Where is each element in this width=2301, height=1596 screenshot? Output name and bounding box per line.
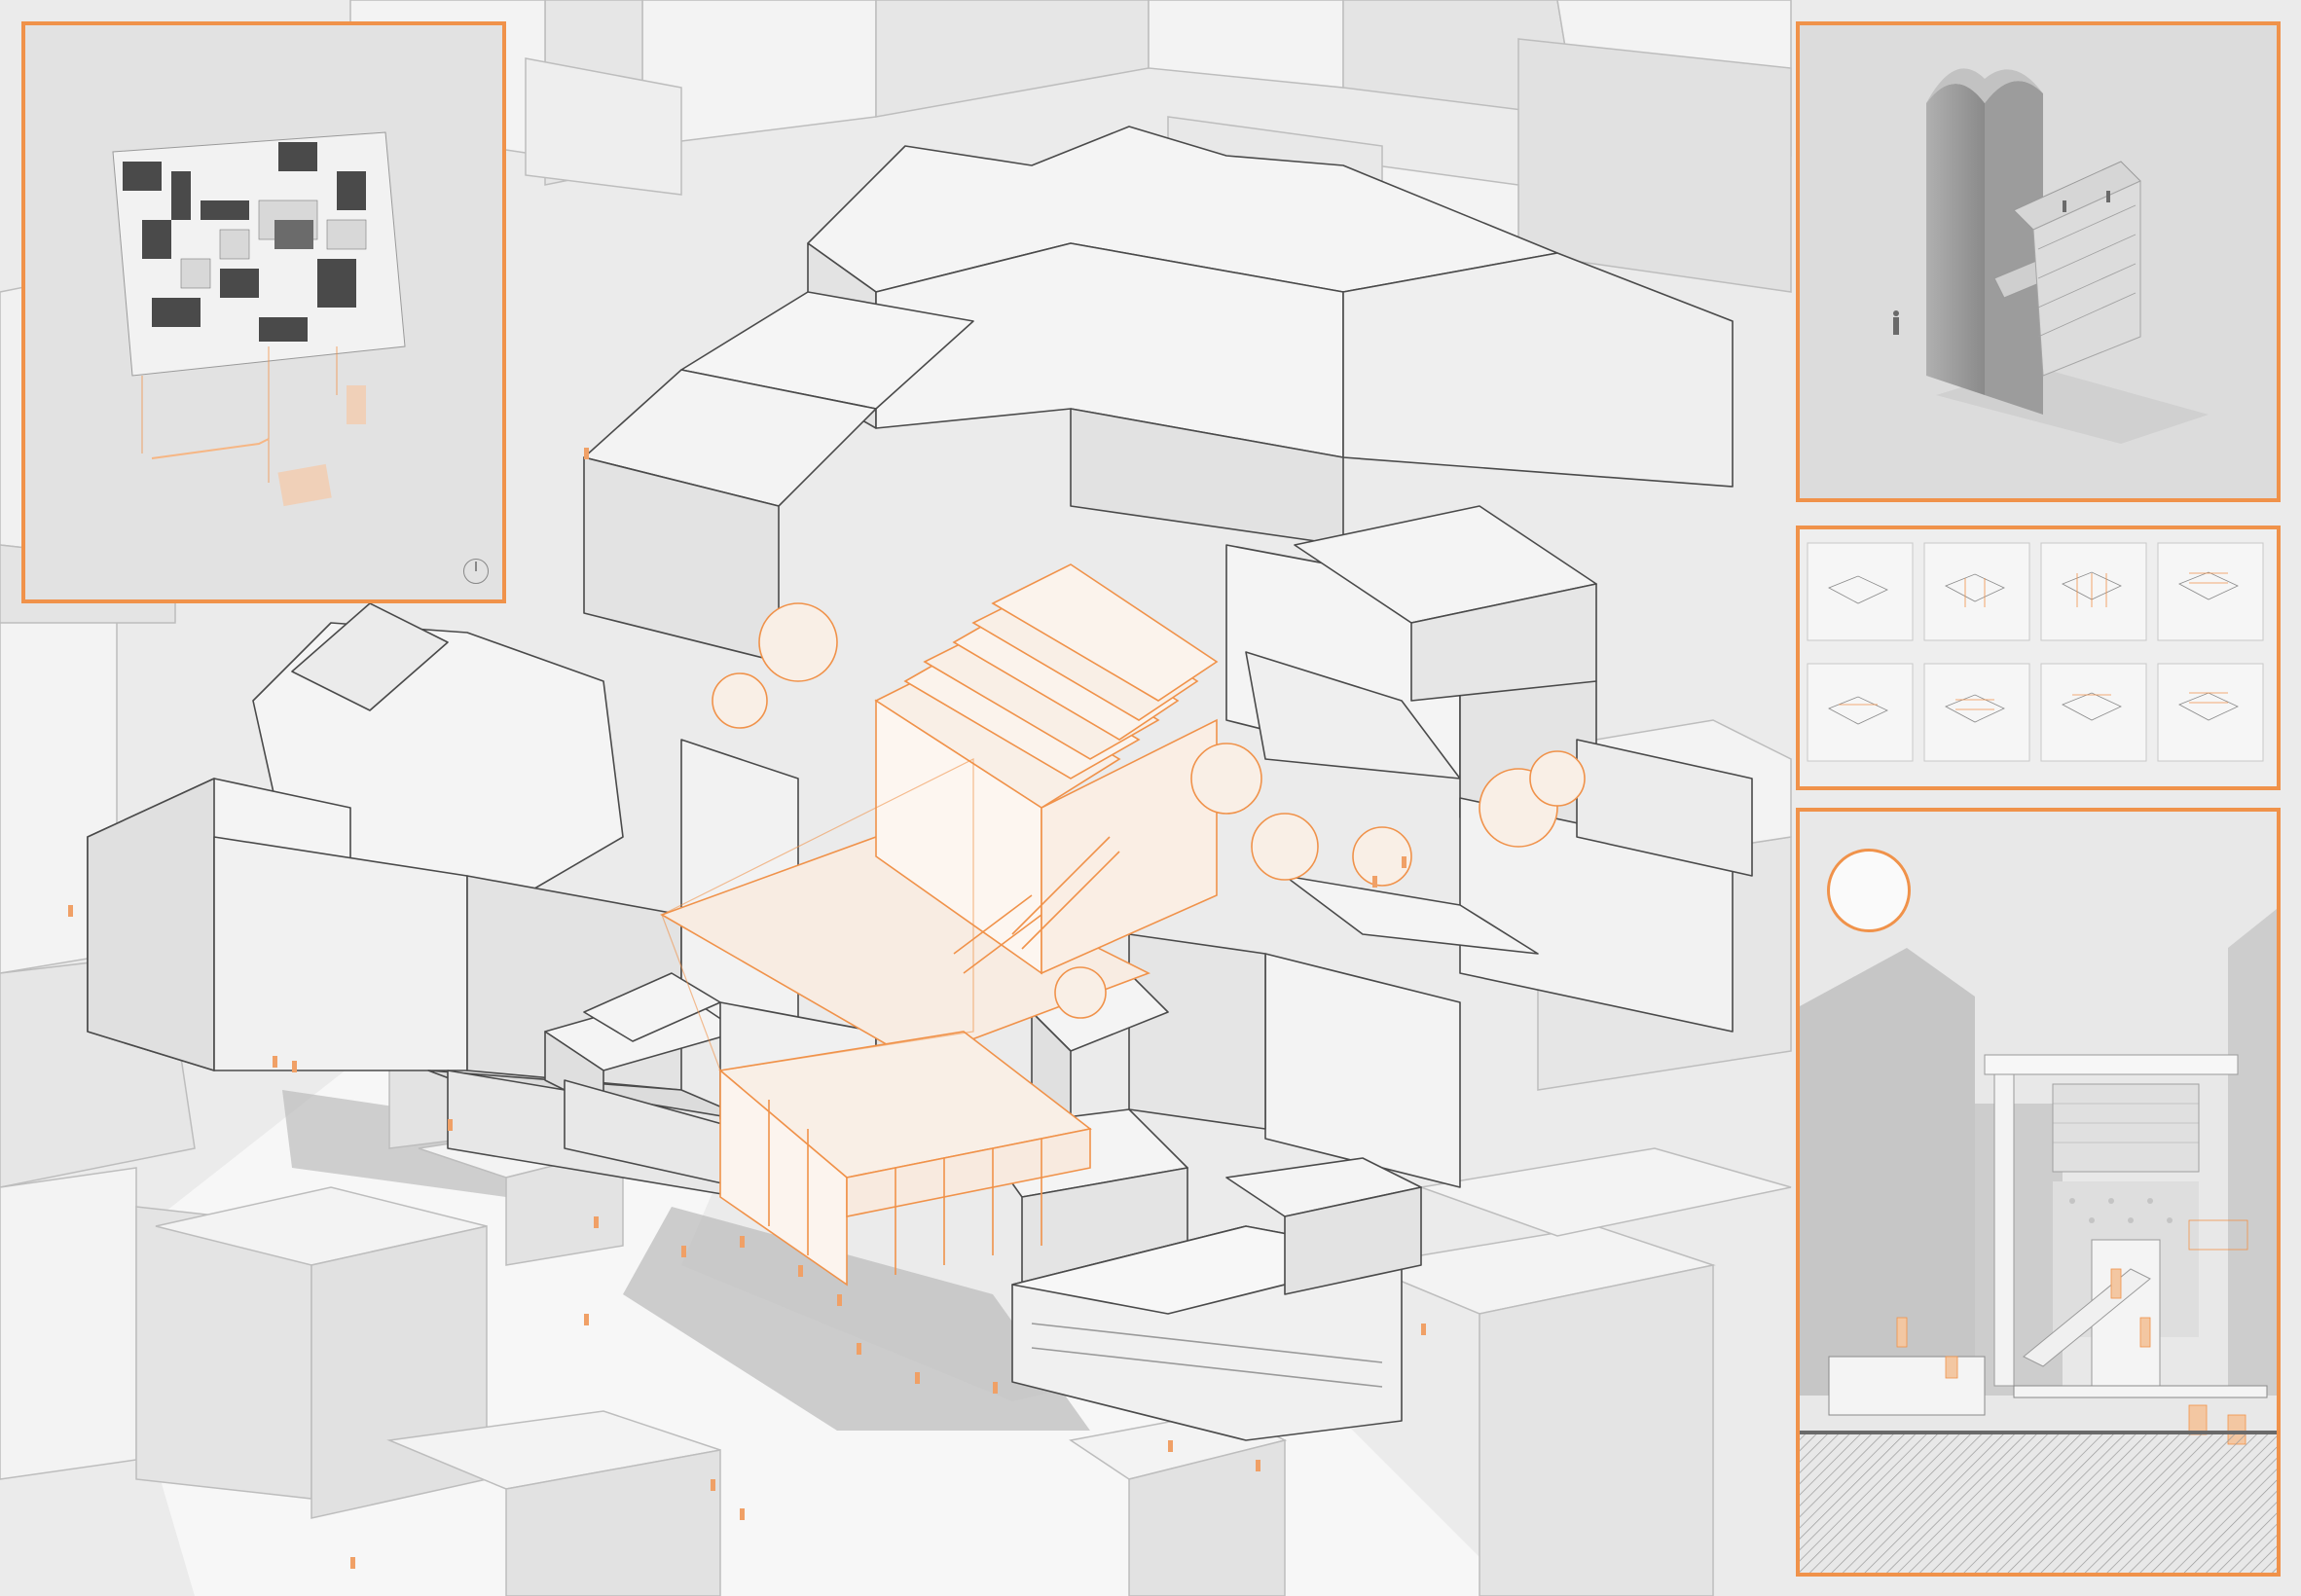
stair-tower-render — [1893, 68, 2209, 444]
people — [68, 448, 1426, 1569]
construction-sequence-grid — [1807, 542, 2264, 762]
north-arrow-icon — [463, 559, 489, 584]
construction-sequence-panel — [1796, 526, 2281, 790]
market-intervention — [660, 563, 1586, 1287]
site-model-panel — [21, 21, 506, 603]
site-model-drawing — [112, 131, 406, 507]
section-perspective-panel — [1796, 808, 2281, 1577]
section-drawing — [1800, 812, 2277, 1573]
stair-tower-render-panel — [1796, 21, 2281, 502]
sun-icon — [1827, 849, 1911, 932]
